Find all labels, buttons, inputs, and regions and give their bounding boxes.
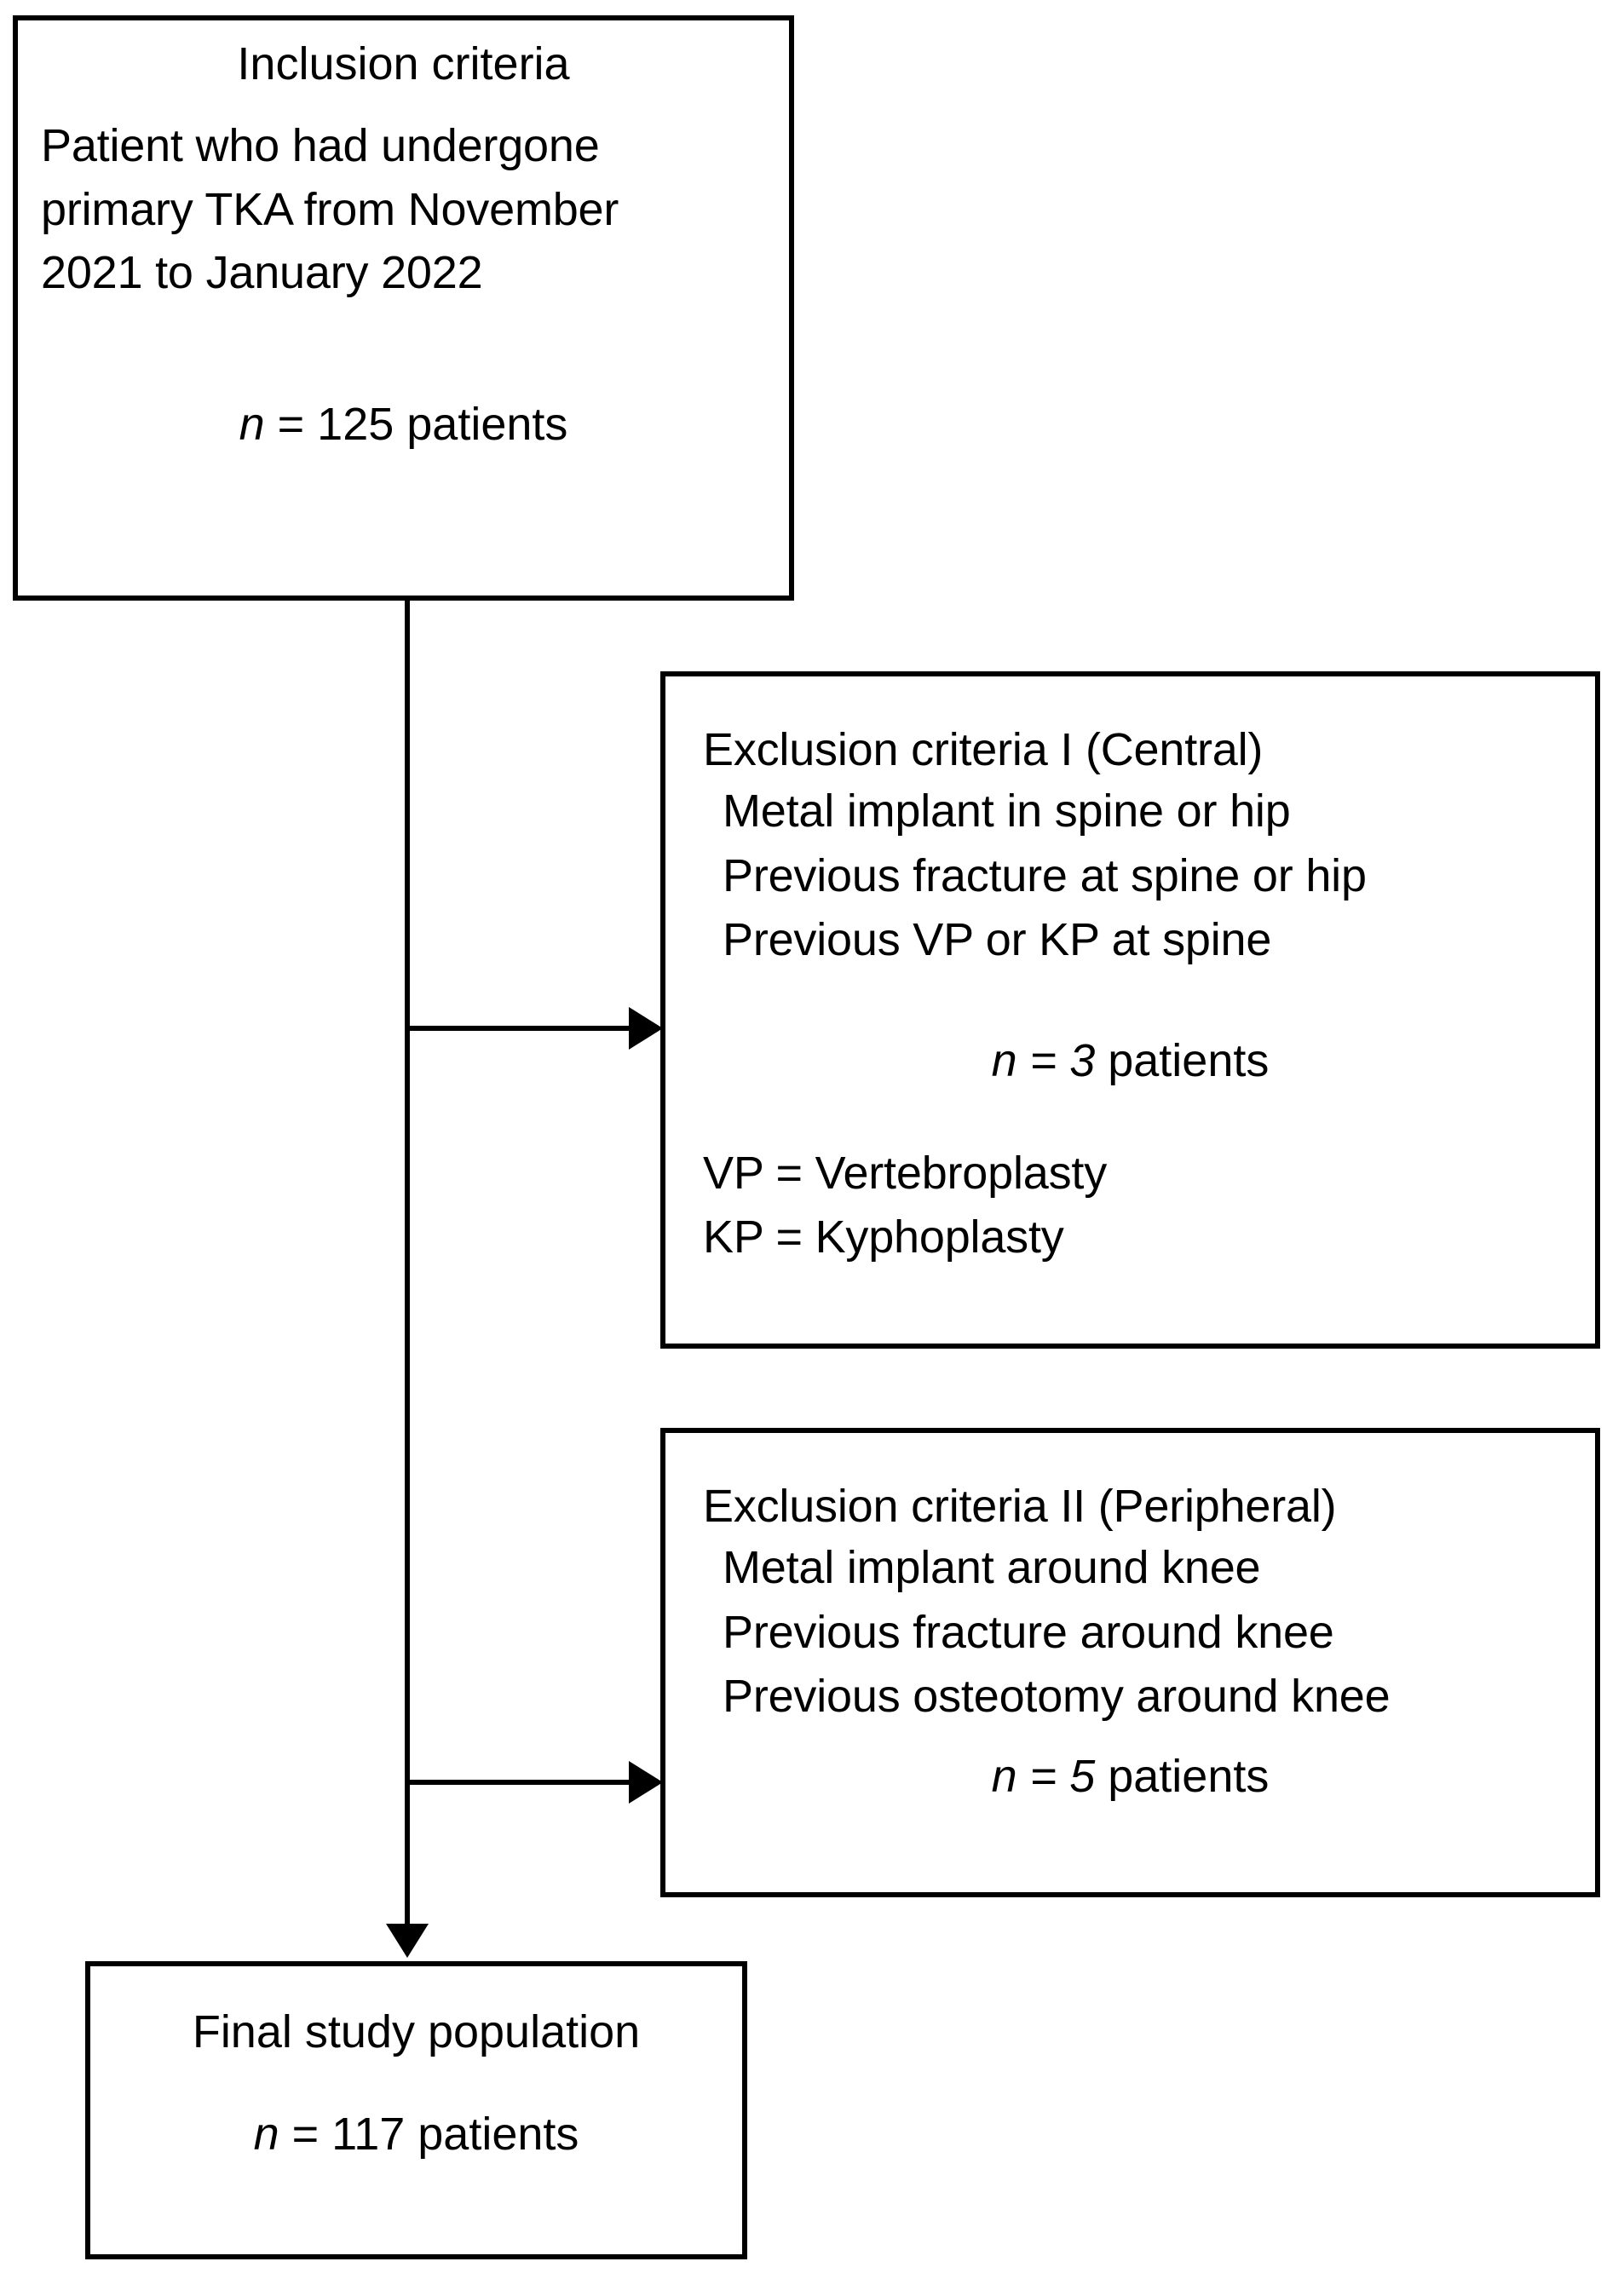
exclusion-criteria-2-title: Exclusion criteria II (Peripheral) (703, 1481, 1337, 1532)
exclusion-criteria-1-abbreviation-legend: VP = Vertebroplasty KP = Kyphoplasty (703, 1148, 1107, 1263)
exclusion-criteria-2-list: Metal implant around knee Previous fract… (723, 1542, 1391, 1723)
inclusion-count-value: = 125 patients (264, 399, 568, 450)
inclusion-criteria-body: Patient who had undergone primary TKA fr… (41, 120, 619, 299)
main-vertical-connector (405, 601, 410, 1954)
ex2-count-prefix: n = (991, 1751, 1070, 1802)
exclusion-criteria-1-box (660, 671, 1600, 1349)
exclusion-criteria-1-patient-count: n = 3 patients (660, 1031, 1600, 1090)
ex1-count-number: 3 (1069, 1035, 1096, 1086)
arrowhead-right-icon (629, 1007, 663, 1050)
connector-to-exclusion-1 (405, 1026, 640, 1031)
final-study-population-title: Final study population (192, 2006, 641, 2057)
final-count-value: = 117 patients (279, 2109, 579, 2160)
inclusion-criteria-title: Inclusion criteria (237, 38, 570, 89)
exclusion-criteria-2-box (660, 1428, 1600, 1897)
inclusion-patient-count: n = 125 patients (13, 394, 794, 454)
ex1-count-prefix: n = (991, 1035, 1070, 1086)
exclusion-criteria-1-list: Metal implant in spine or hip Previous f… (723, 785, 1367, 966)
final-count-n-symbol: n (253, 2109, 279, 2160)
exclusion-criteria-1-title: Exclusion criteria I (Central) (703, 724, 1264, 775)
final-study-population-box (85, 1961, 747, 2259)
exclusion-criteria-2-patient-count: n = 5 patients (660, 1746, 1600, 1806)
inclusion-count-n-symbol: n (239, 399, 265, 450)
ex2-count-suffix: patients (1095, 1751, 1270, 1802)
ex1-count-suffix: patients (1095, 1035, 1270, 1086)
final-study-population-patient-count: n = 117 patients (85, 2104, 747, 2164)
arrowhead-down-icon (386, 1924, 429, 1958)
arrowhead-right-icon (629, 1761, 663, 1804)
connector-to-exclusion-2 (405, 1780, 640, 1785)
inclusion-criteria-box (13, 15, 794, 601)
ex2-count-number: 5 (1069, 1751, 1096, 1802)
